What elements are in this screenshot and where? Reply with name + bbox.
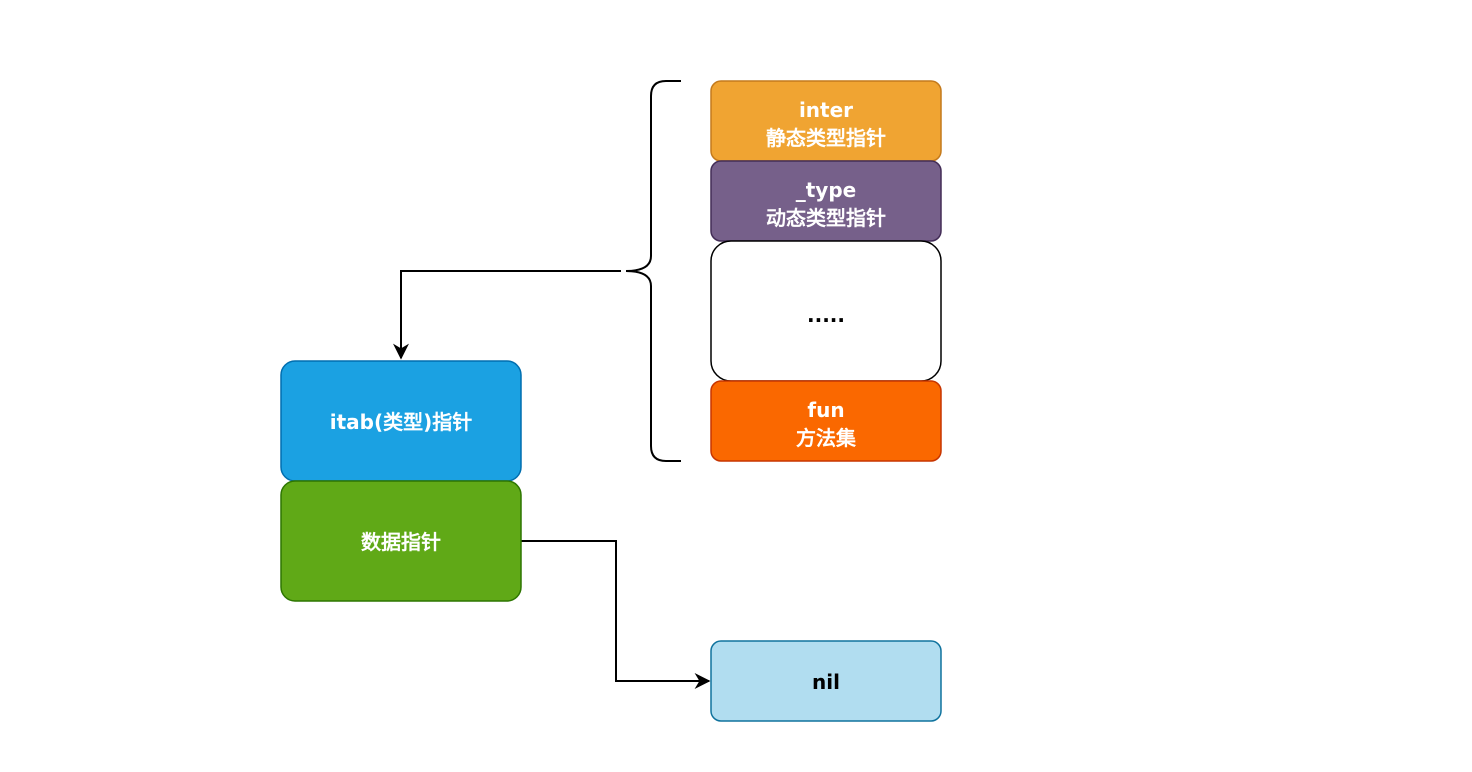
nil-node[interactable]: nil <box>710 640 942 722</box>
type-node-sublabel: 动态类型指针 <box>766 206 886 230</box>
inter-node[interactable]: inter 静态类型指针 <box>710 80 942 162</box>
edge-brace-to-itab <box>393 270 621 360</box>
ellipsis-node-label: ..... <box>807 303 845 327</box>
fun-node[interactable]: fun 方法集 <box>710 380 942 462</box>
inter-node-sublabel: 静态类型指针 <box>766 126 886 150</box>
ellipsis-node[interactable]: ..... <box>710 240 942 382</box>
fun-node-label: fun <box>807 398 844 422</box>
data-pointer-node-box <box>280 480 522 602</box>
type-node[interactable]: _type 动态类型指针 <box>710 160 942 242</box>
data-pointer-node[interactable]: 数据指针 <box>280 480 522 602</box>
nil-node-box <box>710 640 942 722</box>
fun-node-sublabel: 方法集 <box>796 426 857 450</box>
itab-node-label: itab(类型)指针 <box>330 410 473 434</box>
inter-node-label: inter <box>799 98 853 122</box>
data-pointer-node-label: 数据指针 <box>361 530 441 554</box>
type-node-label: _type <box>796 178 856 202</box>
nil-node-label: nil <box>812 670 840 694</box>
edge-data-to-nil <box>521 540 711 689</box>
fun-node-box <box>710 380 942 462</box>
grouping-brace <box>625 80 681 462</box>
itab-node[interactable]: itab(类型)指针 <box>280 360 522 482</box>
